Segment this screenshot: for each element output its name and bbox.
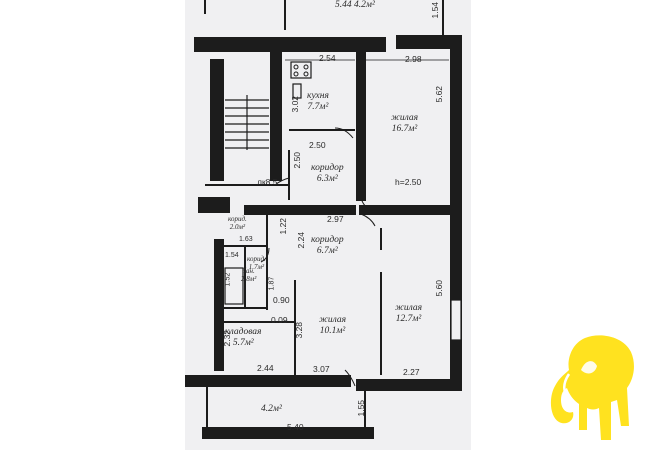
room-area: 4.2м² — [261, 404, 282, 414]
room-corridor-tiny: корид. 1.7м² — [247, 256, 266, 271]
wall-thick — [359, 205, 453, 215]
wall-thick — [214, 239, 224, 371]
dim-label: 2.44 — [257, 363, 274, 373]
room-name: коридор — [311, 163, 344, 173]
dim-label: 2.97 — [327, 214, 344, 224]
room-corridor-2: коридор 6.7м² — [311, 235, 344, 256]
room-corridor-1: коридор 6.3м² — [311, 163, 344, 184]
room-balcony-bottom: 4.2м² — [261, 404, 282, 415]
dim-label: 2.50 — [309, 140, 326, 150]
dim-label: 5.62 — [434, 85, 445, 103]
dim-label: 1.87 — [268, 276, 276, 291]
room-name: жилая — [391, 113, 419, 123]
room-name: бан. — [242, 267, 255, 275]
dim-label: 0.90 — [273, 295, 290, 305]
dim-label: 2.27 — [403, 367, 420, 377]
wall-thick — [270, 51, 282, 181]
dim-label: 1.63 — [239, 236, 253, 243]
room-storage: кладовая 5.7м² — [225, 327, 262, 348]
room-living-right: жилая 12.7м² — [395, 303, 423, 324]
room-corridor-small: корид. 2.0м² — [228, 216, 247, 231]
dim-label: 1.54 — [430, 1, 441, 19]
wall-thick — [356, 49, 366, 201]
room-name: жилая — [319, 315, 347, 325]
room-area: 1.7м² — [248, 263, 265, 271]
wall-thick — [202, 427, 374, 439]
floor-plan-walls — [185, 0, 462, 439]
wall-thick — [198, 197, 230, 213]
room-area: 5.44 4.2м² — [335, 0, 375, 10]
dim-label: 2.98 — [405, 54, 422, 64]
wall-thick — [356, 379, 453, 391]
room-area: 2.0м² — [229, 223, 246, 231]
wall-thick — [244, 205, 356, 215]
dim-label: 3.28 — [294, 321, 305, 339]
dim-label: 2.24 — [296, 231, 307, 249]
room-area: 16.7м² — [391, 123, 418, 134]
room-name: жилая — [395, 303, 423, 313]
dim-label: 5.40 — [287, 422, 304, 432]
dim-label: 1.52 — [224, 272, 232, 287]
elephant-logo-svg — [550, 335, 634, 440]
room-area: 6.3м² — [316, 173, 338, 184]
floor-plan: 5.44 4.2м² кухня 7.7м² жилая 16.7м² кори… — [185, 0, 471, 450]
room-area: 12.7м² — [395, 313, 422, 324]
room-area: 7.7м² — [307, 101, 329, 112]
room-area: 2.8м² — [241, 275, 257, 283]
room-name: коридор — [311, 235, 344, 245]
room-name: кухня — [307, 91, 329, 101]
dim-label: 3.07 — [313, 364, 330, 374]
dim-label: 0.09 — [271, 315, 288, 325]
dim-label: 5.60 — [434, 279, 445, 297]
wall-thick — [194, 37, 386, 52]
dim-label: 2.50 — [292, 151, 303, 169]
wall-thick — [210, 59, 224, 181]
wall-thick — [185, 375, 351, 387]
room-balcony-top: 5.44 4.2м² — [335, 0, 375, 11]
room-area: 10.1м² — [319, 325, 346, 336]
dim-label: лк8.5 — [257, 177, 278, 187]
elephant-icon — [545, 330, 637, 445]
room-bath: бан. 2.8м² — [241, 268, 256, 283]
room-name: кладовая — [225, 327, 262, 337]
dim-label: 2.54 — [319, 53, 336, 63]
room-area: 5.7м² — [232, 337, 254, 348]
dim-label: 2.32 — [222, 329, 233, 347]
room-name: корид. — [247, 255, 266, 263]
dim-label: 3.02 — [290, 95, 301, 113]
dim-label: h=2.50 — [395, 177, 422, 187]
dim-label: 1.54 — [225, 252, 239, 259]
dim-label: 1.55 — [356, 399, 367, 417]
room-name: корид. — [228, 215, 247, 223]
room-living-mid: жилая 10.1м² — [319, 315, 347, 336]
dim-label: 1.22 — [278, 217, 289, 235]
room-area: 6.7м² — [316, 245, 338, 256]
room-kitchen: кухня 7.7м² — [307, 91, 329, 112]
room-living-top: жилая 16.7м² — [391, 113, 419, 134]
